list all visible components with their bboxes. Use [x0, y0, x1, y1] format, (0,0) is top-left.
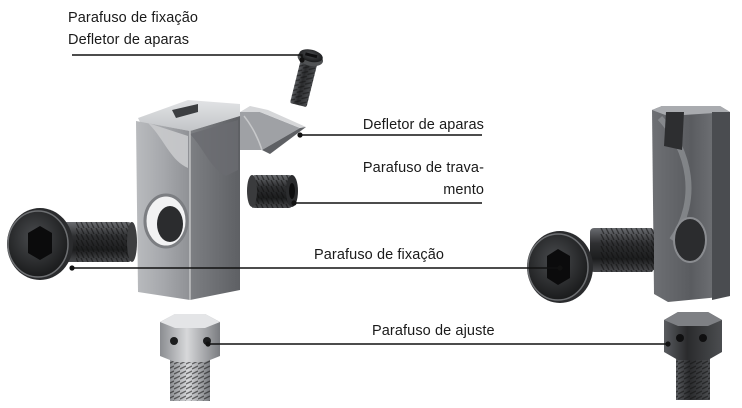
label-adjusting-screw: Parafuso de ajuste	[372, 323, 495, 339]
label-locking-screw-line1: Parafuso de trava-	[362, 160, 484, 176]
tool-holder-block	[136, 100, 240, 300]
label-clamping-screw: Parafuso de fixação	[314, 247, 445, 263]
label-locking-screw-line2: mento	[443, 182, 484, 198]
label-top-line2: Defletor de aparas	[68, 32, 190, 48]
locking-screw	[247, 175, 298, 208]
left-cap-screw	[7, 208, 137, 280]
assembled-holder-right	[652, 106, 730, 302]
leader-top	[72, 54, 303, 60]
leader-lines	[72, 54, 668, 345]
label-top-line1: Parafuso de fixação	[68, 10, 199, 26]
chip-deflector-part	[240, 106, 306, 154]
label-chip-deflector: Defletor de aparas	[362, 117, 484, 133]
left-adjusting-screw	[160, 314, 220, 401]
leader-endpoints	[69, 57, 671, 347]
right-adjusting-screw	[664, 312, 722, 400]
right-cap-screw	[527, 228, 654, 303]
top-clamping-screw	[289, 49, 324, 108]
